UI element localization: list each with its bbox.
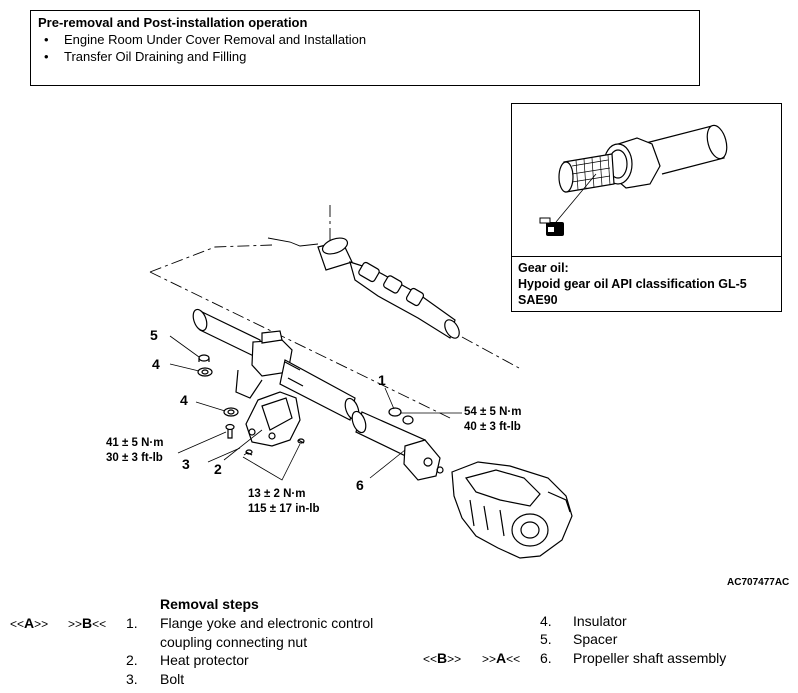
- spline-detail-drawing: [539, 124, 728, 236]
- service-mark-B: <<B>>: [423, 650, 462, 666]
- service-mark-A: >>A<<: [482, 650, 521, 666]
- pre-removal-item: Engine Room Under Cover Removal and Inst…: [44, 31, 692, 48]
- gear-oil-inset: Gear oil: Hypoid gear oil API classifica…: [511, 103, 782, 312]
- step-number: 1.: [126, 615, 138, 631]
- step-text: Flange yoke and electronic control: [160, 615, 374, 631]
- step-text: coupling connecting nut: [160, 634, 308, 650]
- gear-oil-grade: SAE90: [518, 293, 558, 307]
- step-text: Spacer: [573, 631, 618, 647]
- torque-spec: 54 ± 5 N·m: [464, 406, 521, 418]
- pre-removal-item: Transfer Oil Draining and Filling: [44, 48, 692, 65]
- callout-2: 2: [214, 461, 222, 477]
- heat-protector: [245, 391, 301, 447]
- step-number: 4.: [540, 613, 552, 629]
- gear-oil-label: Gear oil:: [518, 261, 569, 275]
- callout-4: 4: [180, 392, 188, 408]
- front-shaft: [317, 237, 460, 339]
- step-number: 6.: [540, 650, 552, 666]
- step-text: Heat protector: [160, 652, 249, 668]
- rear-shaft: [351, 410, 444, 481]
- callout-3: 3: [182, 456, 190, 472]
- gear-oil-note: Gear oil: Hypoid gear oil API classifica…: [518, 260, 778, 308]
- step-text: Bolt: [160, 671, 185, 687]
- torque-spec: 13 ± 2 N·m: [248, 488, 305, 500]
- step-number: 5.: [540, 631, 552, 647]
- coupling-housing: [451, 461, 573, 559]
- torque-spec: 115 ± 17 in-lb: [248, 503, 320, 515]
- torque-spec: 30 ± 3 ft-lb: [106, 452, 163, 464]
- torque-spec: 40 ± 3 ft-lb: [464, 421, 521, 433]
- fasteners: [197, 354, 414, 456]
- inset-divider: [512, 256, 781, 257]
- callout-5: 5: [150, 327, 158, 343]
- center-shaft: [192, 308, 360, 421]
- gear-oil-spec: Hypoid gear oil API classification GL-5: [518, 277, 747, 291]
- step-number: 3.: [126, 671, 138, 687]
- step-number: 2.: [126, 652, 138, 668]
- pre-removal-title: Pre-removal and Post-installation operat…: [38, 15, 308, 30]
- callout-4: 4: [152, 356, 160, 372]
- service-mark-A: <<A>>: [10, 615, 49, 631]
- step-text: Propeller shaft assembly: [573, 650, 727, 666]
- torque-spec: 41 ± 5 N·m: [106, 437, 163, 449]
- pre-removal-list: Engine Room Under Cover Removal and Inst…: [38, 31, 692, 65]
- step-text: Insulator: [573, 613, 627, 629]
- callout-1: 1: [378, 372, 386, 388]
- callout-6: 6: [356, 477, 364, 493]
- figure-code: AC707477AC: [727, 577, 790, 588]
- oil-can-icon: [539, 217, 564, 236]
- pre-removal-box: Pre-removal and Post-installation operat…: [30, 10, 700, 86]
- removal-steps-title: Removal steps: [160, 596, 259, 612]
- service-mark-B: >>B<<: [68, 615, 107, 631]
- propeller-shaft-diagram: 5 4 4 3 2 1 6 54 ± 5 N·m 40 ± 3 ft-lb 41…: [106, 205, 573, 559]
